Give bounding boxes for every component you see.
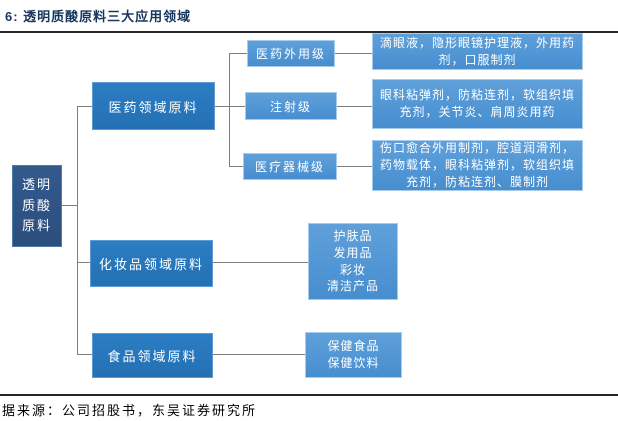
node-branch-medical: 医药领域原料	[92, 82, 215, 130]
figure-source: 据来源：公司招股书，东吴证券研究所	[2, 403, 258, 418]
connector-cosmetics-to-apps	[213, 262, 308, 263]
node-apps-cosmetics: 护肤品 发用品 彩妆 清洁产品	[308, 223, 398, 300]
figure-title: 6: 透明质酸原料三大应用领域	[5, 9, 192, 24]
connector-trunk-level2	[229, 53, 230, 167]
connector-device-to-apps	[337, 166, 372, 167]
connector-stub-grade-device	[230, 166, 243, 167]
connector-stub-cosmetics	[78, 262, 90, 263]
node-apps-device: 伤口愈合外用制剂，腔道润滑剂， 药物载体，眼科粘弹剂，软组织填 充剂，防粘连剂、…	[372, 140, 583, 191]
connector-stub-medical	[78, 106, 92, 107]
node-grade-injection: 注射级	[245, 92, 337, 120]
node-apps-injection: 眼科粘弹剂，防粘连剂，软组织填 充剂，关节炎、肩周炎用药	[372, 79, 583, 129]
connector-topical-to-apps	[335, 53, 372, 54]
node-branch-food: 食品领域原料	[92, 333, 213, 378]
node-grade-topical: 医药外用级	[247, 40, 335, 67]
connector-stub-food	[78, 354, 92, 355]
node-apps-topical: 滴眼液，隐形眼镜护理液，外用药 剂，口服制剂	[372, 33, 583, 70]
connector-injection-to-apps	[337, 106, 372, 107]
connector-food-to-apps	[213, 354, 305, 355]
title-divider-line	[0, 31, 618, 33]
node-root-hyaluronic-acid: 透明 质酸 原料	[12, 165, 62, 247]
source-divider-line	[0, 394, 618, 396]
connector-root-to-trunk	[62, 205, 78, 206]
node-grade-device: 医疗器械级	[243, 153, 337, 180]
connector-stub-grade-topical	[230, 53, 247, 54]
connector-medical-to-trunk2	[215, 106, 230, 107]
node-branch-cosmetics: 化妆品领域原料	[90, 240, 213, 287]
connector-stub-grade-injection	[230, 106, 245, 107]
connector-trunk-level1	[77, 106, 78, 355]
node-apps-food: 保健食品 保健饮料	[305, 332, 402, 378]
